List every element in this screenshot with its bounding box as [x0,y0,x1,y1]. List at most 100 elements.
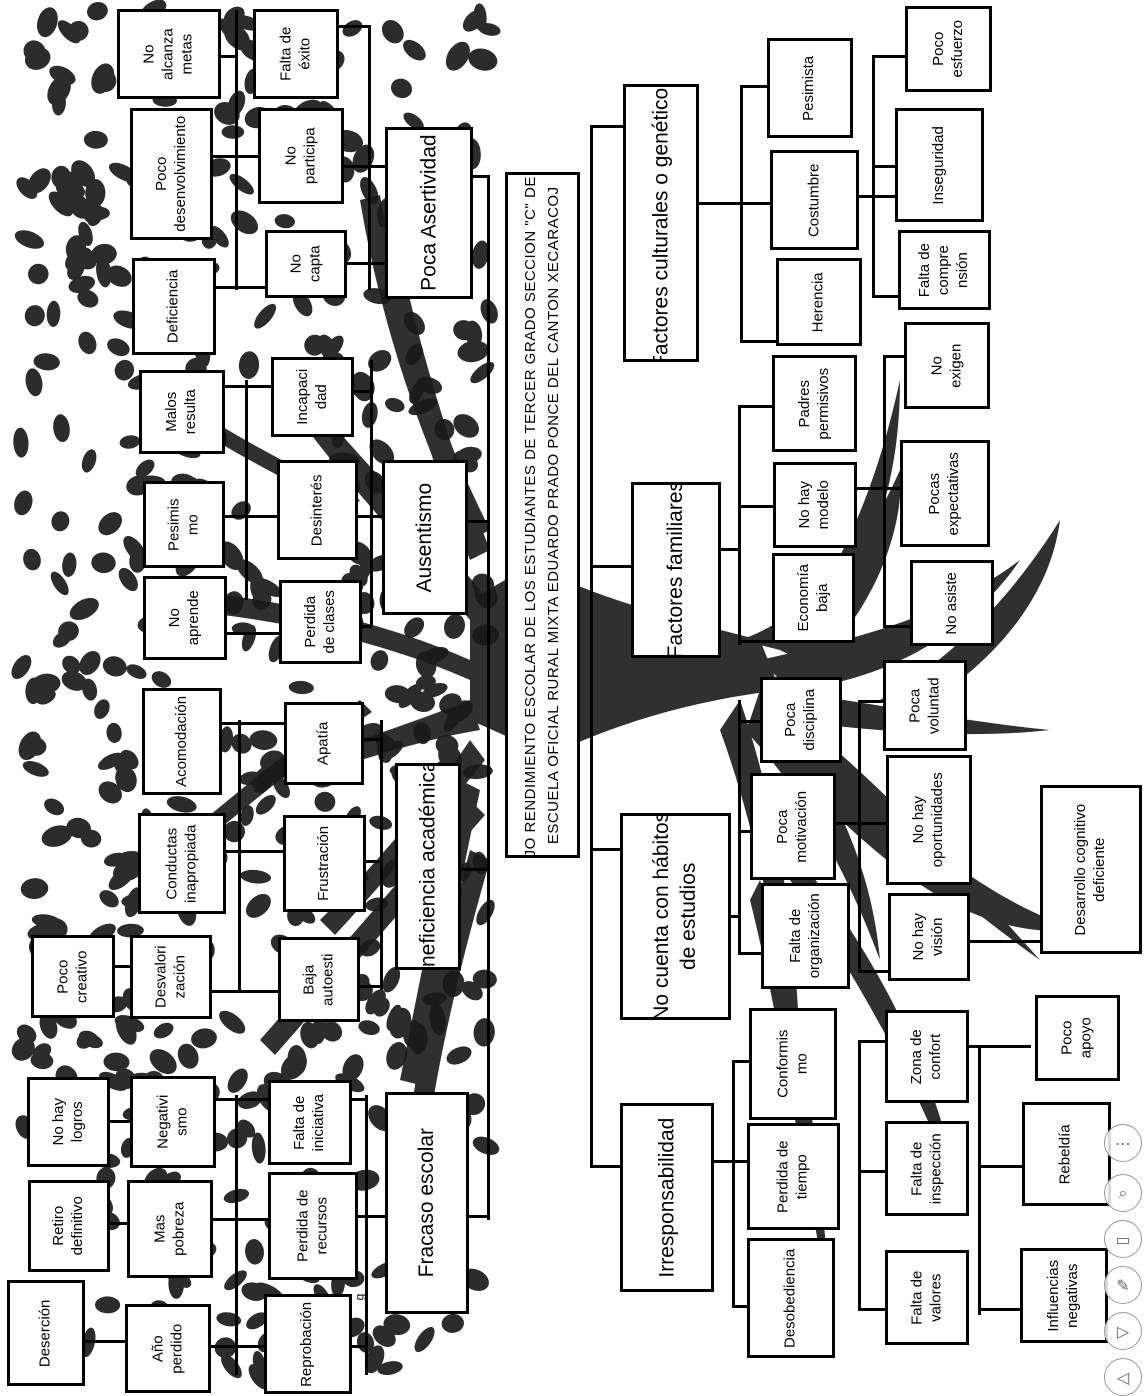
subeffect-label: Falta de iniciativa [291,1094,329,1152]
subcause-poco-esfuerzo: Poco esfuerzo [905,6,992,92]
subeffect-baja-autoestima: Baja autoesti [278,937,360,1022]
leaf-shape [189,1026,218,1050]
subcause-poca-voluntad: Poca voluntad [883,660,967,751]
leaf-shape [368,648,391,674]
subcause-label: Falta de organización [787,893,825,978]
leaf-shape [239,868,271,885]
leaf-shape [75,329,100,357]
connector-line [858,700,883,703]
leaf-shape [23,367,44,398]
subeffect-label: Baja autoesti [300,953,338,1006]
connector-line [216,286,266,289]
subcause-label: Falta de valores [908,1270,946,1324]
subcause-poca-motivacion: Poca motivación [750,773,836,880]
subcause-label: Conformis mo [774,1030,812,1098]
subcause-label: Poco apoyo [1059,1018,1097,1059]
leaf-shape [26,738,47,756]
slides-icon[interactable]: ▭ [1104,1220,1142,1258]
subeffect-label: No capta [287,246,325,283]
connector-line [469,1215,489,1218]
subeffect-falta-exito: Falta de éxito [253,9,339,99]
connector-line [216,1098,268,1101]
leaf-shape [94,508,127,540]
connector-line [858,1170,886,1173]
subcause-poca-disciplina: Poca disciplina [760,677,842,763]
leaf-shape [399,36,429,65]
connector-line [358,515,385,518]
connector-line [110,1222,127,1225]
leaf-shape [90,551,116,574]
leaf-shape [20,877,49,900]
subeffect-label: Malos resulta [163,389,201,434]
cause-label: Irresponsabilidad [653,1118,680,1278]
cause-label: Factores culturales o genéticos [647,84,674,362]
subeffect-desvalorizacion: Desvalori zación [130,935,212,1019]
central-problem-title: BAJO RENDIMIENTO ESCOLAR DE LOS ESTUDIAN… [519,172,566,858]
connector-line [227,632,279,635]
subcause-no-asiste: No asiste [910,560,994,646]
leaf-shape [411,1324,439,1356]
cause-factores-familiares: Factores familiares [631,482,721,658]
connector-line [883,355,905,358]
subeffect-acomodacion: Acomodación [142,688,222,795]
subeffect-label: No aprende [166,590,204,645]
subeffect-label: No participa [282,128,320,185]
leaf-shape [33,352,61,371]
subeffect-label: Frustración [315,826,334,901]
leaf-shape [21,758,51,780]
subcause-label: No hay modelo [796,480,834,529]
previous-slide-icon[interactable]: ◁ [1104,1358,1142,1396]
leaf-shape [21,547,43,572]
subeffect-label: Acomodación [173,696,192,787]
connector-line [212,990,278,993]
subeffect-desercion: Deserción [7,1280,85,1386]
cause-factores-culturales: Factores culturales o genéticos [623,84,699,362]
subcause-pesimista: Pesimista [767,38,853,138]
leaf-shape [467,358,498,387]
connector-line [872,55,907,58]
connector-line [370,360,373,625]
connector-line [732,1060,735,1308]
effect-label: Poca Asertividad [415,135,442,291]
subcause-label: Rebeldía [1057,1124,1076,1184]
connector-line [487,175,490,1220]
connector-line [358,1215,388,1218]
leaf-shape [228,497,255,523]
connector-line [978,1045,981,1315]
connector-line [364,738,382,741]
effect-ineficiencia-academica: Ineficiencia académica [395,763,461,970]
leaf-shape [223,1065,251,1097]
connector-line [110,1120,130,1123]
zoom-icon[interactable]: ⌕ [1104,1174,1142,1212]
subeffect-no-participa: No participa [258,108,344,204]
more-options-icon[interactable]: ⋯ [1104,1124,1142,1162]
subcause-label: Pesimista [801,55,820,120]
leaf-shape [226,206,262,240]
subeffect-label: Perdida de clases [302,590,340,653]
connector-line [352,1098,368,1101]
subeffect-label: Retiro definitivo [50,1196,88,1255]
subeffect-mas-pobreza: Mas pobreza [127,1180,213,1278]
subcause-desobediencia: Desobediencia [747,1238,835,1358]
effect-label: Fracaso escolar [413,1128,440,1277]
leaf-shape [84,130,109,149]
connector-line [362,625,372,628]
connector-line [339,25,371,28]
leaf-shape [52,413,72,443]
subcause-label: Padres permisivos [796,368,834,440]
leaf-shape [46,301,61,328]
subeffect-label: Deserción [37,1299,56,1367]
leaf-shape [215,1006,249,1038]
connector-line [461,868,489,871]
subcause-label: Zona de confort [908,1029,946,1084]
next-slide-icon[interactable]: ▷ [1104,1312,1142,1350]
connector-line [978,1308,1022,1311]
subeffect-no-alcanza-metas: No alcanza metas [117,9,221,99]
leaf-shape [91,697,113,722]
pen-icon[interactable]: ✎ [1104,1266,1142,1304]
connector-line [858,1308,886,1311]
leaf-shape [244,1238,265,1265]
subcause-label: Desarrollo cognitivo deficiente [1072,804,1110,936]
connector-line [732,1305,748,1308]
leaf-shape [215,1311,242,1329]
